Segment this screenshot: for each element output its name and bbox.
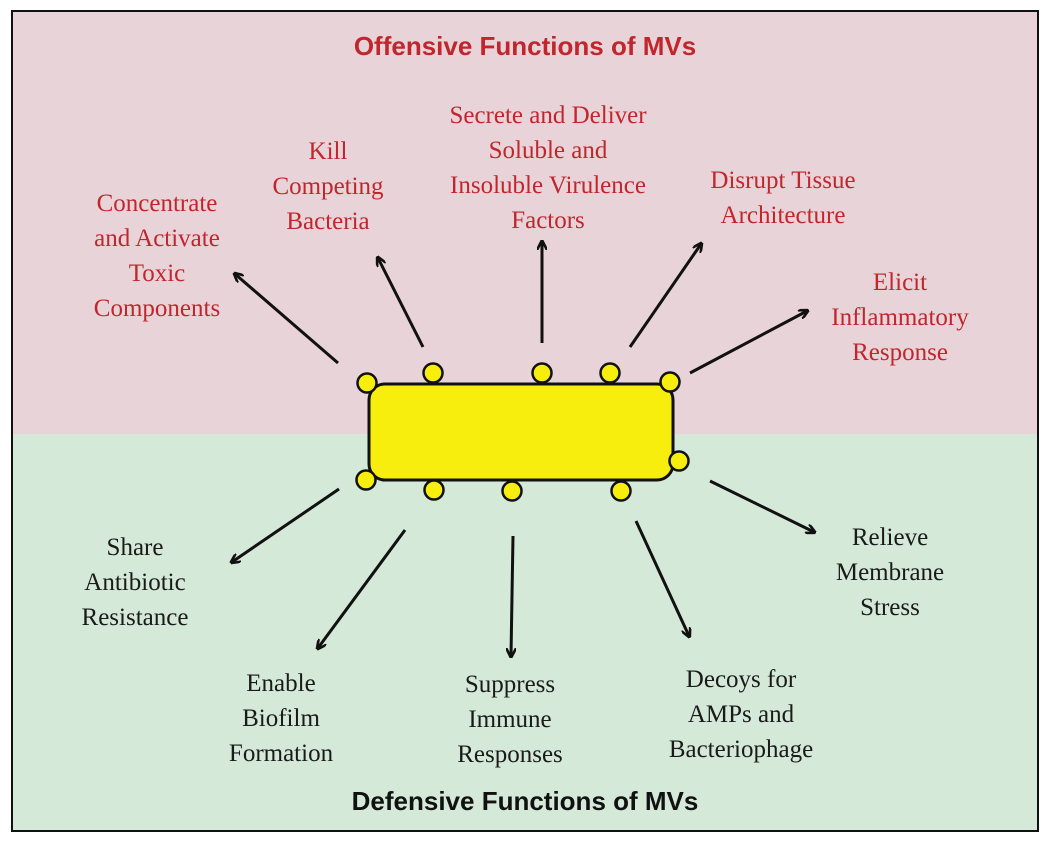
label-line: Suppress (464, 671, 556, 698)
vesicle (531, 362, 553, 384)
label-concentrate: Concentrate and Activate Toxic Component… (94, 186, 220, 326)
label-line: Architecture (720, 202, 846, 229)
label-relieve: Relieve Membrane Stress (836, 520, 944, 625)
vesicle (356, 372, 378, 394)
label-line: Bacteria (286, 208, 370, 235)
label-line: Toxic (128, 260, 186, 287)
label-line: Formation (228, 740, 334, 767)
label-line: AMPs and (687, 701, 795, 728)
label-line: Responses (457, 741, 563, 768)
arrow-suppress (511, 535, 513, 656)
label-line: Elicit (872, 269, 928, 296)
offensive-panel (13, 12, 1037, 434)
label-suppress: Suppress Immune Responses (457, 667, 563, 772)
label-line: Kill (308, 138, 348, 165)
diagram-frame: Offensive Functions of MVs Defensive Fun… (11, 10, 1039, 832)
label-line: Decoys for (685, 666, 797, 693)
vesicle (355, 469, 377, 491)
label-line: Response (852, 339, 948, 366)
arrow-share (232, 487, 340, 562)
arrow-kill (378, 258, 425, 348)
vesicle (610, 480, 632, 502)
label-line: Concentrate (96, 190, 218, 217)
mv-diagram-graphic (13, 12, 1039, 832)
label-line: Bacteriophage (668, 736, 814, 763)
label-biofilm: Enable Biofilm Formation (229, 666, 333, 771)
vesicle (501, 480, 523, 502)
label-line: Antibiotic (84, 569, 186, 596)
vesicle (423, 479, 445, 501)
defensive-panel (13, 434, 1037, 830)
label-line: Stress (860, 594, 920, 621)
vesicle (668, 450, 690, 472)
label-line: Inflammatory (831, 304, 969, 331)
offensive-title: Offensive Functions of MVs (353, 31, 697, 61)
vesicle (659, 371, 681, 393)
label-elicit: Elicit Inflammatory Response (831, 265, 968, 370)
label-line: Soluble and (488, 137, 608, 164)
arrow-relieve (709, 479, 814, 532)
label-line: Competing (272, 173, 384, 200)
label-line: Components (93, 295, 221, 322)
arrow-biofilm (318, 529, 407, 648)
label-line: Enable (246, 670, 316, 697)
label-share: Share Antibiotic Resistance (82, 530, 189, 635)
label-line: Relieve (851, 524, 929, 551)
label-line: Membrane (835, 559, 945, 586)
defensive-title: Defensive Functions of MVs (351, 786, 699, 816)
label-line: Immune (468, 706, 552, 733)
label-line: and Activate (94, 225, 220, 252)
label-kill: Kill Competing Bacteria (272, 134, 383, 239)
arrow-disrupt (628, 244, 701, 348)
label-line: Insoluble Virulence (450, 172, 646, 199)
arrow-elicit (689, 311, 807, 375)
label-secrete: Secrete and Deliver Soluble and Insolubl… (449, 98, 646, 238)
label-decoys: Decoys for AMPs and Bacteriophage (669, 662, 813, 767)
label-line: Resistance (81, 604, 189, 631)
bacterial-cell (367, 382, 675, 482)
label-line: Share (106, 534, 164, 561)
arrow-decoys (634, 520, 689, 636)
label-line: Disrupt Tissue (710, 167, 856, 194)
arrow-concentrate (235, 274, 339, 365)
label-disrupt: Disrupt Tissue Architecture (710, 163, 855, 233)
vesicle (599, 362, 621, 384)
vesicle (422, 362, 444, 384)
label-line: Biofilm (242, 705, 320, 732)
label-line: Secrete and Deliver (449, 102, 647, 129)
label-line: Factors (511, 207, 585, 234)
